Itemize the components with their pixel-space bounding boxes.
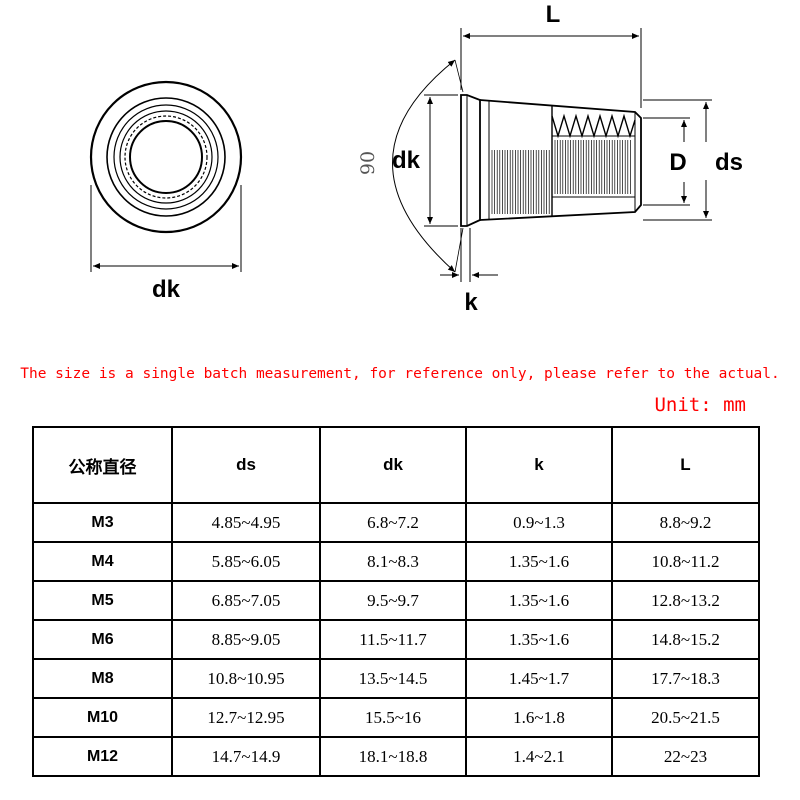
unit-label: Unit: mm xyxy=(654,394,746,416)
header-L: L xyxy=(611,426,760,504)
cell-L: 10.8~11.2 xyxy=(611,541,760,582)
k-dimension xyxy=(440,228,498,282)
cell-k: 1.35~1.6 xyxy=(465,619,613,660)
cell-size: M3 xyxy=(32,502,173,543)
cell-size: M12 xyxy=(32,736,173,777)
cell-size: M6 xyxy=(32,619,173,660)
top-view xyxy=(89,80,243,272)
cell-L: 12.8~13.2 xyxy=(611,580,760,621)
side-dk-dimension xyxy=(424,94,458,227)
cell-size: M10 xyxy=(32,697,173,738)
header-nominal-diameter: 公称直径 xyxy=(32,426,173,504)
table-row: M10 12.7~12.95 15.5~16 1.6~1.8 20.5~21.5 xyxy=(32,697,760,738)
technical-drawing: dk L dk 90 k xyxy=(89,1,743,316)
knurl-hatching-right xyxy=(554,140,631,194)
thread-profile xyxy=(551,113,636,139)
table-header-row: 公称直径 ds dk k L xyxy=(32,426,760,504)
cell-dk: 18.1~18.8 xyxy=(319,736,467,777)
cell-k: 1.35~1.6 xyxy=(465,541,613,582)
cell-ds: 12.7~12.95 xyxy=(171,697,321,738)
cell-k: 1.35~1.6 xyxy=(465,580,613,621)
cell-ds: 6.85~7.05 xyxy=(171,580,321,621)
cell-L: 14.8~15.2 xyxy=(611,619,760,660)
top-view-dk-label: dk xyxy=(152,276,181,303)
cell-size: M5 xyxy=(32,580,173,621)
side-L-label: L xyxy=(546,1,561,28)
D-dimension xyxy=(643,117,690,206)
cell-k: 0.9~1.3 xyxy=(465,502,613,543)
disclaimer-note: The size is a single batch measurement, … xyxy=(20,366,780,382)
header-ds: ds xyxy=(171,426,321,504)
spec-table: 公称直径 ds dk k L M3 4.85~4.95 6.8~7.2 0.9~… xyxy=(32,426,760,777)
table-row: M6 8.85~9.05 11.5~11.7 1.35~1.6 14.8~15.… xyxy=(32,619,760,660)
cell-dk: 8.1~8.3 xyxy=(319,541,467,582)
body-outline xyxy=(479,99,642,221)
knurl-hatching-left xyxy=(491,150,550,214)
cell-dk: 9.5~9.7 xyxy=(319,580,467,621)
cell-ds: 10.8~10.95 xyxy=(171,658,321,699)
cell-size: M8 xyxy=(32,658,173,699)
thread-outer-circle xyxy=(119,110,213,204)
cell-dk: 13.5~14.5 xyxy=(319,658,467,699)
header-k: k xyxy=(465,426,613,504)
cell-k: 1.6~1.8 xyxy=(465,697,613,738)
side-view xyxy=(460,94,642,227)
angle-arc xyxy=(392,59,456,273)
cell-ds: 5.85~6.05 xyxy=(171,541,321,582)
cell-dk: 6.8~7.2 xyxy=(319,502,467,543)
thread-circle xyxy=(124,115,208,199)
cell-k: 1.45~1.7 xyxy=(465,658,613,699)
angle-label: 90 xyxy=(357,151,379,175)
cell-L: 20.5~21.5 xyxy=(611,697,760,738)
flange-head xyxy=(460,94,481,227)
side-D-label: D xyxy=(669,149,686,176)
cell-dk: 11.5~11.7 xyxy=(319,619,467,660)
L-dimension xyxy=(460,28,642,108)
side-dk-label: dk xyxy=(392,147,421,174)
cell-ds: 4.85~4.95 xyxy=(171,502,321,543)
hole-circle xyxy=(129,120,203,194)
table-row: M4 5.85~6.05 8.1~8.3 1.35~1.6 10.8~11.2 xyxy=(32,541,760,582)
flange-inner-circle xyxy=(106,97,226,217)
cell-L: 8.8~9.2 xyxy=(611,502,760,543)
cell-L: 22~23 xyxy=(611,736,760,777)
cell-ds: 14.7~14.9 xyxy=(171,736,321,777)
cell-k: 1.4~2.1 xyxy=(465,736,613,777)
table-row: M5 6.85~7.05 9.5~9.7 1.35~1.6 12.8~13.2 xyxy=(32,580,760,621)
ds-dimension xyxy=(643,99,712,221)
cell-L: 17.7~18.3 xyxy=(611,658,760,699)
header-dk: dk xyxy=(319,426,467,504)
table-row: M3 4.85~4.95 6.8~7.2 0.9~1.3 8.8~9.2 xyxy=(32,502,760,543)
cell-dk: 15.5~16 xyxy=(319,697,467,738)
cell-ds: 8.85~9.05 xyxy=(171,619,321,660)
side-ds-label: ds xyxy=(715,149,743,176)
table-row: M12 14.7~14.9 18.1~18.8 1.4~2.1 22~23 xyxy=(32,736,760,777)
side-k-label: k xyxy=(464,289,478,316)
cell-size: M4 xyxy=(32,541,173,582)
body-circle xyxy=(113,104,219,210)
outer-flange-circle xyxy=(89,80,243,234)
table-row: M8 10.8~10.95 13.5~14.5 1.45~1.7 17.7~18… xyxy=(32,658,760,699)
